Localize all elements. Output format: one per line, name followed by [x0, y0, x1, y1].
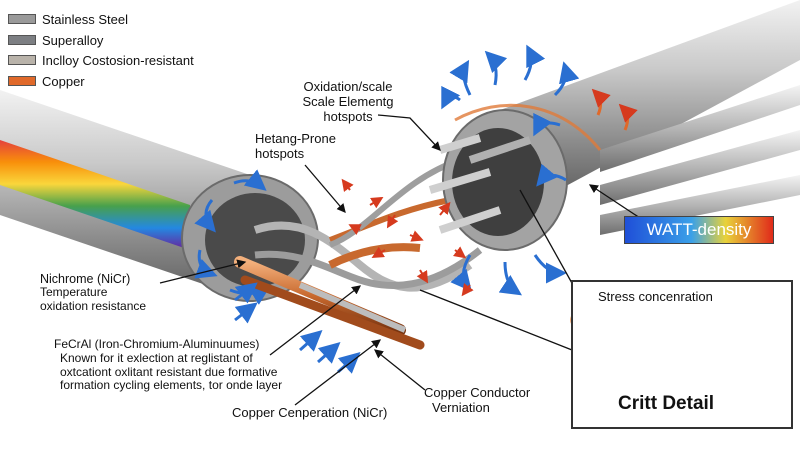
oxidation-hotspots-label: Oxidation/scale Scale Elementg hotspots	[283, 79, 413, 125]
oxidation-line-2: Scale Elementg	[302, 93, 394, 109]
fecral-line-3: formation cycling elements, tor onde lay…	[60, 378, 283, 393]
legend-item-copper: Copper	[8, 73, 85, 89]
right-tube-bundle	[428, 0, 800, 296]
leader-lines	[159, 114, 641, 406]
nichrome-label: Nichrome (NiCr) Temperature oxidation re…	[40, 272, 146, 314]
hetang-line-2: hotspots	[255, 145, 305, 161]
hetang-line-1: Hetang-Prone	[255, 131, 336, 146]
oxidation-line-1: Oxidation/scale	[303, 79, 393, 94]
crit-detail-label: Critt Detail	[618, 393, 715, 414]
legend-label: Superalloy	[42, 32, 104, 48]
incoloy-swatch	[8, 55, 36, 65]
copper-swatch	[8, 76, 36, 86]
legend-item-stainless-steel: Stainless Steel	[8, 11, 128, 27]
legend-label: Stainless Steel	[42, 11, 128, 27]
oxidation-line-3: hotspots	[323, 108, 373, 124]
stress-concentration-label: Stress concenration	[598, 289, 713, 304]
fecral-line-2: oxtcationt oxlitant resistant due format…	[60, 364, 278, 379]
copper-conductor-line-2: Verniation	[432, 399, 490, 415]
fecral-label: FeCrAl (Iron-Chromium-Aluminuumes) Known…	[54, 337, 283, 393]
nichrome-title: Nichrome (NiCr)	[40, 272, 131, 286]
legend-item-incoloy: Inclloy Costosion-resistant	[8, 52, 194, 68]
fecral-title: FeCrAl (Iron-Chromium-Aluminuumes)	[54, 337, 260, 351]
legend-item-superalloy: Superalloy	[8, 32, 104, 48]
hetang-prone-label: Hetang-Prone hotspots	[255, 131, 336, 162]
watt-density-text: WATT-density	[646, 220, 752, 239]
legend-label: Copper	[42, 73, 85, 89]
fecral-line-1: Known for it exlection at reglistant of	[60, 350, 253, 365]
copper-conductor-line-1: Copper Conductor	[424, 385, 531, 400]
legend-label: Inclloy Costosion-resistant	[42, 52, 194, 68]
nichrome-line-2: oxidation resistance	[40, 299, 147, 314]
heat-sparks	[341, 178, 474, 297]
superalloy-swatch	[8, 35, 36, 45]
nichrome-line-1: Temperature	[40, 285, 108, 300]
copper-conductor-label: Copper Conductor Verniation	[424, 385, 531, 416]
stainless-steel-swatch	[8, 14, 36, 24]
copper-cenperation-label: Copper Cenperation (NiCr)	[232, 405, 388, 420]
watt-density-badge: WATT-density	[624, 216, 774, 244]
critical-detail-inset	[571, 280, 793, 429]
conductor-wires	[234, 157, 483, 350]
